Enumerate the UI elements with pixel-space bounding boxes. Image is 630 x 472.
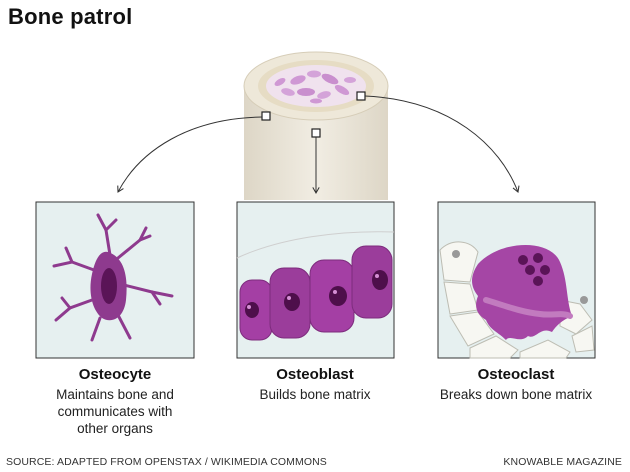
bone-lining-cells: [439, 241, 595, 359]
osteoclast-label: Osteoclast: [477, 366, 555, 383]
bone-marrow-spongy: [266, 65, 366, 107]
osteocyte-description-line: communicates with: [57, 404, 173, 419]
osteocyte-panel: [35, 201, 195, 359]
osteocyte-description-line: other organs: [77, 421, 153, 436]
osteoblast-panel: [236, 201, 395, 359]
osteoclast-nuclei: [518, 253, 550, 286]
lining-cell-nucleus: [580, 296, 588, 304]
osteoblast-cells: [239, 245, 393, 341]
osteoclast-panel: [437, 201, 596, 359]
osteocyte-description: Maintains bone and communicates with oth…: [20, 386, 210, 437]
osteocyte-nucleus: [101, 268, 117, 304]
lining-cell-nucleus: [452, 250, 460, 258]
page-title: Bone patrol: [8, 4, 133, 29]
osteoclast-description: Breaks down bone matrix: [421, 386, 611, 403]
callout-marker-osteoblast: [311, 128, 321, 138]
osteoclast-description-line: Breaks down bone matrix: [439, 387, 593, 402]
callout-marker-osteocyte: [261, 111, 271, 121]
arrow-to-osteocyte: [117, 116, 263, 193]
osteocyte-label: Osteocyte: [78, 366, 152, 383]
osteocyte-illustration: [52, 213, 174, 342]
osteocyte-description-line: Maintains bone and: [56, 387, 174, 402]
publisher-credit: KNOWABLE MAGAZINE: [503, 456, 622, 468]
osteoblast-description: Builds bone matrix: [220, 386, 410, 403]
arrow-to-osteoclast: [364, 95, 520, 193]
osteoclast-ruffled-border: [483, 297, 573, 319]
osteoblast-description-line: Builds bone matrix: [259, 387, 371, 402]
source-credit: SOURCE: ADAPTED FROM OPENSTAX / WIKIMEDI…: [6, 456, 327, 468]
osteoblast-label: Osteoblast: [276, 366, 354, 383]
callout-marker-osteoclast: [356, 91, 366, 101]
